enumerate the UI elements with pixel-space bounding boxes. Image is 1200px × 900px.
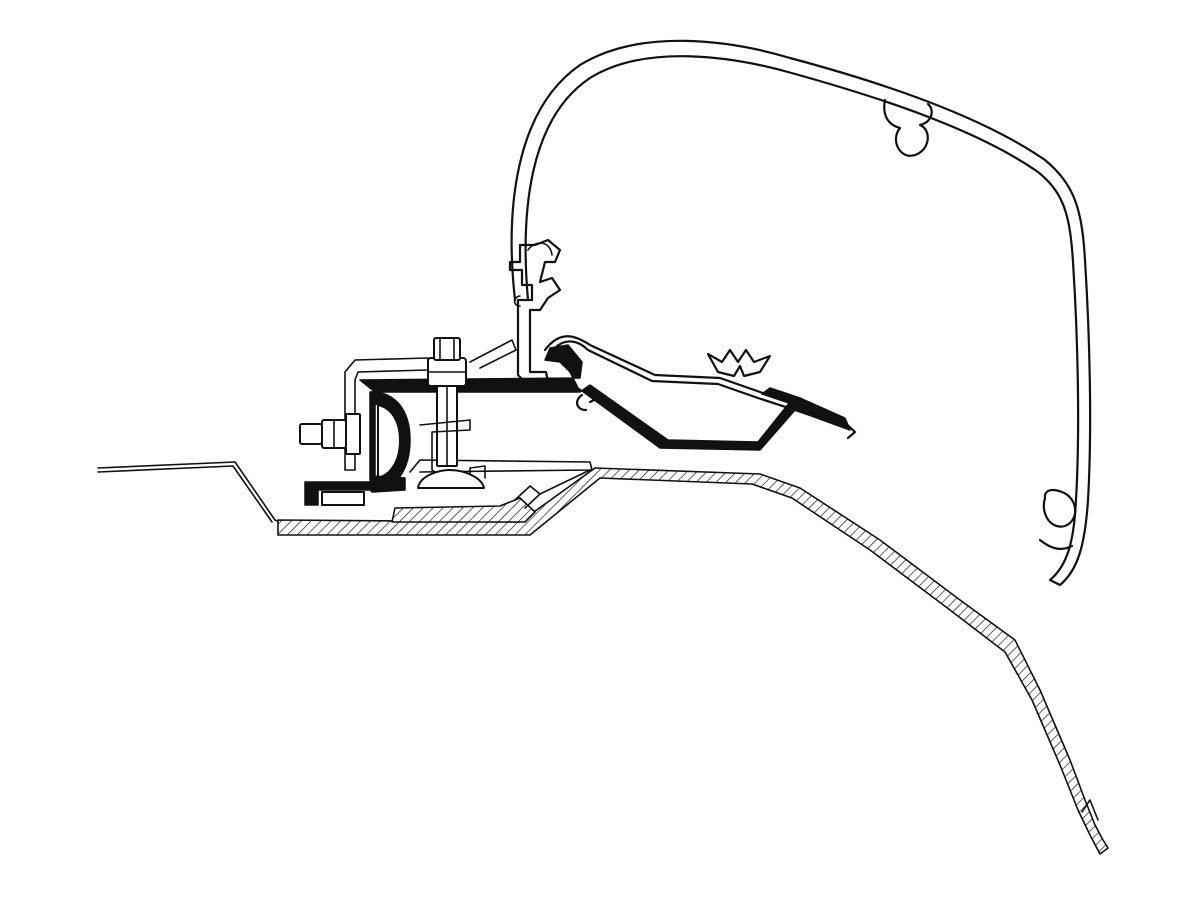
adapter-bracket — [304, 344, 851, 506]
bolt — [436, 385, 458, 467]
vehicle-roof — [97, 461, 1109, 855]
awning-cassette — [510, 39, 1092, 587]
clamp — [391, 419, 591, 523]
nut — [299, 337, 467, 455]
mounting-rail — [508, 238, 562, 387]
